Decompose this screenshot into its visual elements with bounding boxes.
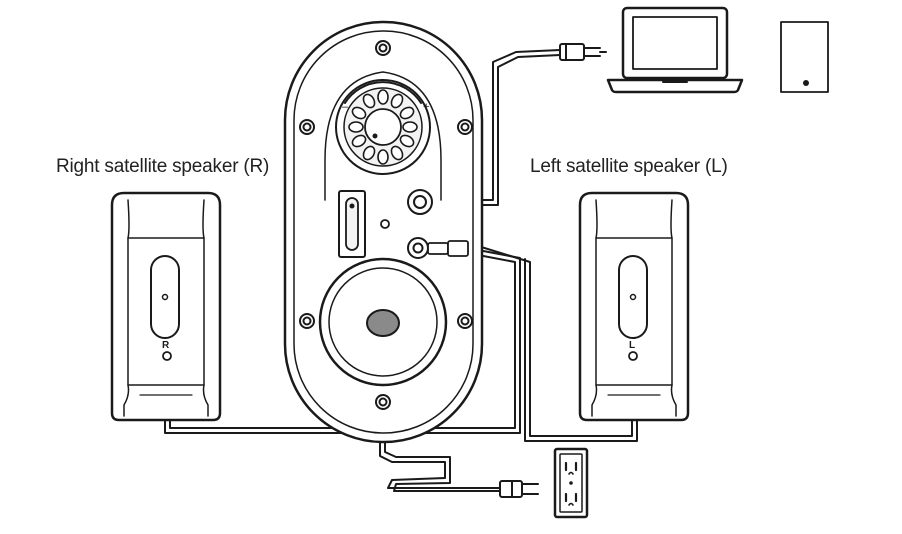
- right-speaker-label: Right satellite speaker (R): [56, 156, 270, 177]
- subwoofer-screws: [299, 40, 473, 410]
- volume-knob[interactable]: [335, 79, 431, 175]
- audio-plug-icon: [559, 43, 607, 61]
- audio-source-device-icon: [780, 21, 829, 93]
- power-cable: [379, 322, 501, 492]
- right-speaker-jack[interactable]: [162, 351, 172, 361]
- woofer-driver: [318, 257, 448, 387]
- power-indicator-light: [380, 219, 390, 229]
- volume-minus-mark: –: [342, 101, 349, 113]
- left-speaker-jack[interactable]: [628, 351, 638, 361]
- speaker-output-jack[interactable]: [407, 237, 469, 259]
- power-plug-icon: [499, 480, 539, 498]
- power-switch[interactable]: [338, 190, 366, 258]
- volume-plus-mark: +: [423, 101, 429, 113]
- audio-input-jack[interactable]: [407, 189, 433, 215]
- left-channel-mark: L: [629, 340, 635, 351]
- left-satellite-speaker: L: [578, 191, 690, 422]
- subwoofer-icon: – +: [283, 20, 484, 444]
- right-satellite-speaker: R: [110, 191, 222, 422]
- laptop-icon: [606, 6, 744, 94]
- left-speaker-label: Left satellite speaker (L): [530, 156, 728, 177]
- wall-outlet-icon: [553, 447, 589, 519]
- right-channel-mark: R: [162, 340, 170, 351]
